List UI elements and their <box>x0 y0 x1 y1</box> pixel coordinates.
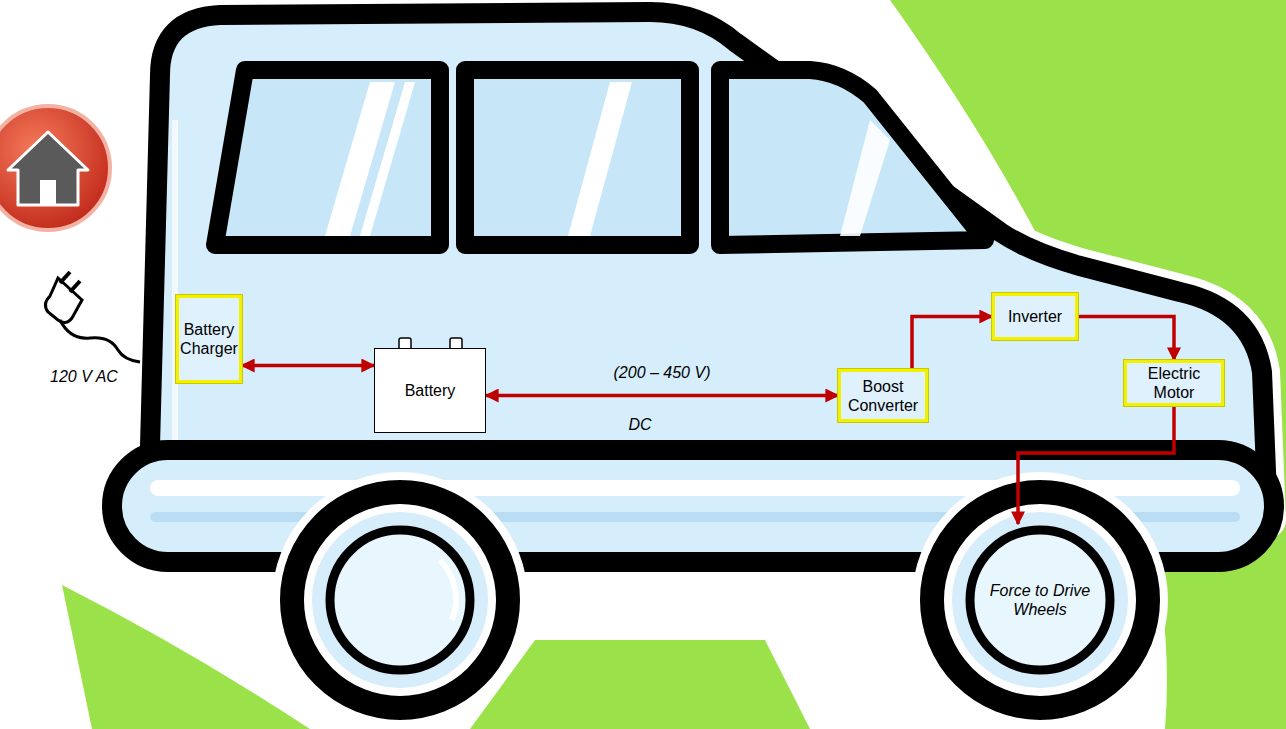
current-type-label: DC <box>629 416 652 434</box>
power-arrow <box>1078 317 1174 361</box>
node-text: Electric Motor <box>1130 364 1218 402</box>
power-arrow <box>912 317 992 370</box>
power-arrow <box>486 394 838 398</box>
node-text: Battery Charger <box>180 320 238 358</box>
node-text: Force to Drive Wheels <box>984 581 1096 619</box>
motor-box: Electric Motor <box>1124 360 1224 406</box>
node-text: Boost Converter <box>844 377 922 415</box>
node-text: Battery <box>405 381 456 400</box>
battery-box: Battery <box>374 348 486 433</box>
voltage-label: (200 – 450 V) <box>614 364 711 382</box>
wheel-hub: Force to Drive Wheels <box>960 520 1120 680</box>
charger-box: Battery Charger <box>176 295 242 383</box>
inverter-box: Inverter <box>992 293 1078 340</box>
mains-voltage-label: 120 V AC <box>50 368 118 386</box>
power-arrow <box>242 364 374 368</box>
converter-box: Boost Converter <box>838 369 928 422</box>
node-text: Inverter <box>1008 307 1062 326</box>
power-arrow <box>1018 406 1174 524</box>
